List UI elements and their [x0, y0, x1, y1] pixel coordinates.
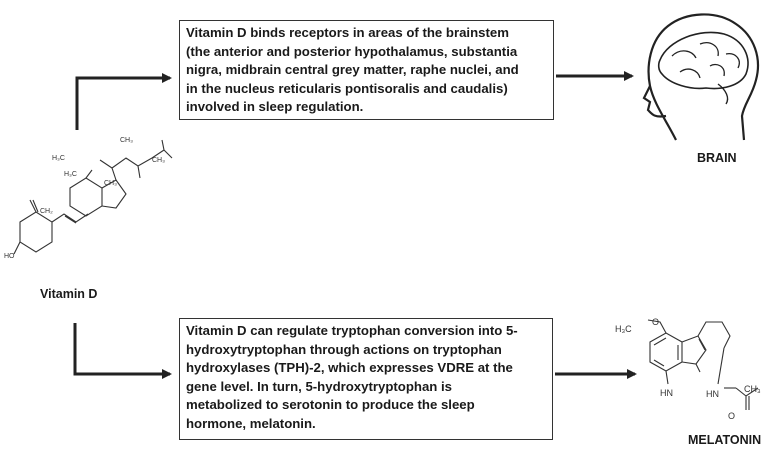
- mel-h3c-o: H₃C: [615, 324, 632, 334]
- mel-hn-ring: HN: [660, 388, 673, 398]
- mel-o: O: [652, 317, 659, 327]
- mel-ch3: CH₃: [744, 384, 761, 394]
- melatonin-structure: [647, 319, 759, 410]
- brainstem-receptor-box: Vitamin D binds receptors in areas of th…: [179, 20, 554, 120]
- vitd-ch3-c: CH₃: [104, 180, 117, 187]
- vitamin-d-label: Vitamin D: [40, 287, 98, 301]
- arrow-vitd-to-bottom-box: [73, 323, 172, 379]
- vitd-h3c-a: H₃C: [52, 155, 65, 162]
- melatonin-label: MELATONIN: [688, 433, 762, 447]
- brain-head-icon: [642, 13, 760, 141]
- mel-hn-amide: HN: [706, 389, 719, 399]
- brain-label: BRAIN: [697, 151, 737, 165]
- vitamin-d-structure: [13, 139, 173, 255]
- mel-o-carbonyl: O: [728, 411, 735, 421]
- melatonin-amide-bond: [717, 347, 725, 385]
- vitd-h3c-b: H₃C: [64, 171, 77, 178]
- melatonin-ring-to-nh: [665, 363, 701, 385]
- vitd-ho: HO: [4, 253, 15, 260]
- melatonin-atom-labels: H₃C O HN HN CH₃ O: [615, 317, 761, 421]
- vitamin-d-atom-labels: H₃C CH₃ CH₃ H₃C CH₃ CH₂ HO: [4, 137, 165, 260]
- vitd-ch3-a: CH₃: [120, 137, 133, 144]
- vitd-ch2: CH₂: [40, 208, 53, 215]
- arrow-vitd-to-top-box: [75, 73, 172, 130]
- vitd-ch3-b: CH₃: [152, 157, 165, 164]
- tryptophan-conversion-box: Vitamin D can regulate tryptophan conver…: [179, 318, 553, 440]
